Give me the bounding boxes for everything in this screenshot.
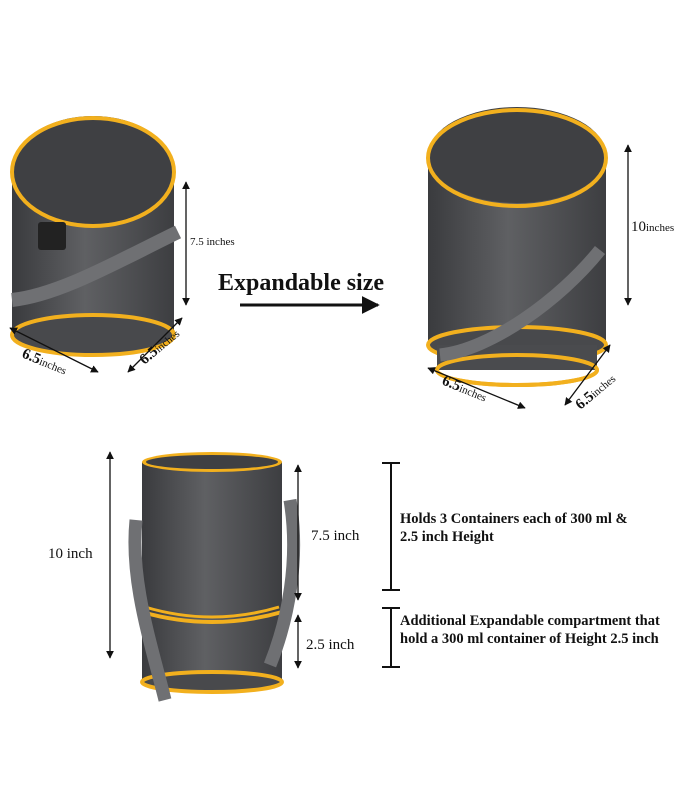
main-compartment-note: Holds 3 Containers each of 300 ml & 2.5 … [400,511,628,545]
expanded-height-label: 10inches [631,218,674,236]
bag-closed [10,116,182,357]
closed-height-label: 7.5 inches [190,236,235,248]
bag-side-view [128,452,301,702]
expandable-size-title: Expandable size [218,270,385,296]
bracket-main [382,462,400,591]
extra-compartment-note: Additional Expandable compartment that h… [400,613,660,647]
extra-height-label: 2.5 inch [306,637,355,653]
main-height-label: 7.5 inch [311,528,360,544]
width-arrow [9,327,99,373]
zipper-pull-icon [38,222,66,250]
depth-arrow [127,317,183,373]
width-arrow-expanded [427,367,526,409]
expanded-height-value: 10 [631,219,646,235]
total-height-label: 10 inch [48,546,93,562]
bag-expanded [426,107,608,387]
bracket-extra [382,607,400,668]
depth-arrow-expanded [564,344,611,406]
expanded-height-unit: inches [646,222,675,234]
